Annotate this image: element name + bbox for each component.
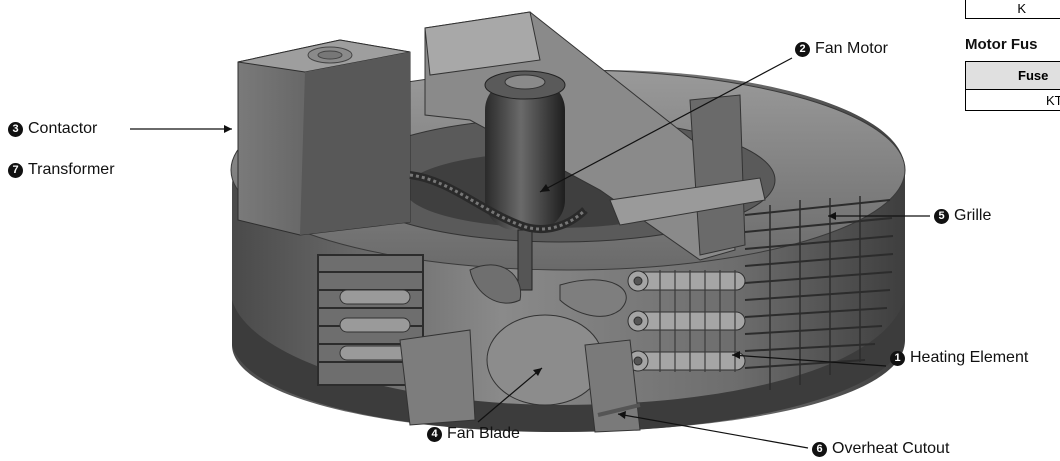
callout-number-icon: 1 (890, 350, 905, 366)
leader-lines (130, 57, 930, 449)
top-partial-cell: K (1017, 0, 1026, 16)
motor-fuse-title: Motor Fus (965, 36, 1038, 53)
label-text: Heating Element (910, 349, 1029, 366)
motor-fuse-cell: KT (1046, 93, 1060, 108)
heating-coils (627, 270, 746, 372)
label-grille: 5 Grille (934, 207, 991, 225)
left-coils (339, 289, 411, 361)
fan-motor-leader (539, 57, 793, 193)
callout-number-icon: 2 (795, 41, 810, 57)
label-overheat-cutout: 6 Overheat Cutout (812, 440, 949, 458)
label-contactor: 3 Contactor (8, 120, 97, 138)
callout-number-icon: 4 (427, 426, 442, 442)
fan-blade (469, 264, 627, 406)
motor-fuse-table: Fuse KT (965, 61, 1060, 111)
callout-number-icon: 7 (8, 162, 23, 178)
contactor-box (237, 39, 411, 236)
callout-number-icon: 6 (812, 441, 827, 457)
callout-number-icon: 5 (934, 208, 949, 224)
fan-motor (484, 70, 566, 291)
label-text: Grille (954, 207, 992, 224)
label-text: Overheat Cutout (832, 440, 950, 457)
fan-blade-leader (477, 367, 543, 423)
label-fan-motor: 2 Fan Motor (795, 40, 888, 58)
top-partial-table: K (965, 0, 1060, 19)
overheat-cutout-leader (617, 413, 809, 449)
label-text: Fan Motor (815, 40, 888, 57)
callout-number-icon: 3 (8, 121, 23, 137)
label-fan-blade: 4 Fan Blade (427, 425, 520, 443)
label-transformer: 7 Transformer (8, 161, 115, 179)
motor-fuse-header: Fuse (966, 62, 1060, 90)
label-text: Fan Blade (447, 425, 520, 442)
heating-element-leader (731, 354, 887, 367)
label-text: Transformer (28, 161, 115, 178)
label-heating-element: 1 Heating Element (890, 349, 1028, 367)
label-text: Contactor (28, 120, 98, 137)
